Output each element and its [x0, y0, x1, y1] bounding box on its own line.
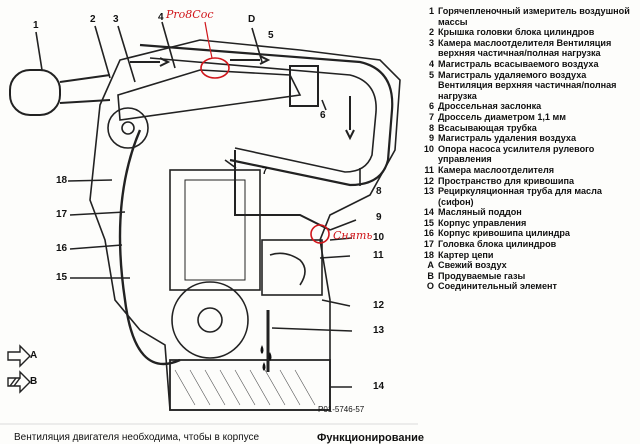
legend-key-b: B — [30, 376, 38, 387]
item-text: Головка блока цилиндров — [438, 239, 557, 250]
handwritten-annotation-top: Pro8Coc — [166, 8, 214, 21]
item-key: O — [426, 281, 434, 292]
item-key: 9 — [428, 133, 434, 144]
item-text: Магистраль удаляемого воздуха Вентиляция… — [438, 69, 617, 101]
item-text: Рециркуляционная труба для масла (сифон) — [438, 186, 602, 207]
item-key: 5 — [428, 69, 434, 80]
callout-11: 11 — [373, 250, 384, 261]
item-key: 10 — [423, 143, 434, 154]
list-item: 16 Корпус кривошипа цилиндра — [421, 228, 635, 239]
list-item: 13 Рециркуляционная труба для масла (сифо… — [421, 186, 635, 207]
list-item: B Продуваемые газы — [421, 271, 635, 282]
callout-1: 1 — [33, 20, 39, 31]
engine-ventilation-diagram: 1 2 3 4 D 5 6 7 8 9 10 11 12 13 14 15 16… — [0, 8, 418, 425]
callout-16: 16 — [56, 243, 68, 254]
figure-code: P01-5746-57 — [318, 405, 365, 414]
engine-drawing — [0, 21, 418, 425]
callout-3: 3 — [113, 14, 119, 25]
item-text: Опора насоса усилителя рулевого управлен… — [438, 143, 595, 165]
list-item: 8 Всасывающая трубка — [421, 123, 635, 134]
item-key: 4 — [428, 58, 434, 69]
body-text-left: Вентиляция двигателя необходима, чтобы в… — [14, 432, 260, 443]
list-item: 12 Пространство для кривошипа — [421, 176, 635, 187]
item-key: 6 — [428, 101, 434, 112]
list-item: 5 Магистраль удаляемого воздуха Вентиляци… — [421, 70, 635, 102]
list-item: 18 Картер цепи — [421, 250, 635, 261]
item-text: Корпус управления — [438, 217, 527, 228]
list-item: 4 Магистраль всасываемого воздуха — [421, 59, 635, 70]
item-key: 14 — [423, 207, 434, 218]
callout-10: 10 — [373, 232, 385, 243]
item-key: 11 — [424, 164, 434, 175]
list-item: 11 Камера маслоотделителя — [421, 165, 635, 176]
callout-9: 9 — [376, 212, 382, 223]
callout-17: 17 — [56, 209, 68, 220]
item-text: Магистраль удаления воздуха — [438, 133, 577, 144]
callout-5: 5 — [268, 30, 274, 41]
item-key: 1 — [428, 6, 434, 16]
item-key: B — [427, 270, 434, 281]
callout-15: 15 — [56, 272, 68, 283]
list-item: 9 Магистраль удаления воздуха — [421, 133, 635, 144]
item-text: Свежий воздух — [438, 260, 507, 271]
callout-2: 2 — [90, 14, 96, 25]
item-text: Магистраль всасываемого воздуха — [438, 58, 599, 69]
item-text: Камера маслоотделителя Вентиляция верхня… — [438, 37, 612, 59]
callout-7: 7 — [262, 166, 268, 177]
parts-legend-list: 1 Горячепленочный измеритель воздушной ма… — [421, 6, 635, 292]
item-text: Масляный поддон — [438, 207, 522, 218]
item-key: 12 — [423, 175, 434, 186]
item-key: 15 — [423, 217, 434, 228]
list-item: 14 Масляный поддон — [421, 207, 635, 218]
item-key: 2 — [428, 27, 434, 38]
list-item: O Соединительный элемент — [421, 281, 635, 292]
callout-d: D — [248, 14, 256, 25]
item-text: Всасывающая трубка — [438, 122, 537, 133]
section-heading: Функционирование — [317, 432, 425, 444]
list-item: 2 Крышка головки блока цилиндров — [421, 27, 635, 38]
item-text: Камера маслоотделителя — [438, 164, 555, 175]
callout-13: 13 — [373, 325, 385, 336]
callout-8: 8 — [376, 186, 382, 197]
list-item: 6 Дроссельная заслонка — [421, 101, 635, 112]
item-text: Картер цепи — [438, 249, 494, 260]
item-text: Дроссель диаметром 1,1 мм — [438, 111, 566, 122]
item-key: 18 — [423, 249, 434, 260]
item-key: 3 — [428, 37, 434, 48]
list-item: 10 Опора насоса усилителя рулевого управл… — [421, 144, 635, 165]
item-key: 13 — [423, 186, 434, 197]
legend-key-a: A — [30, 350, 38, 361]
list-item: 15 Корпус управления — [421, 218, 635, 229]
callout-18: 18 — [56, 175, 68, 186]
item-key: 16 — [423, 228, 434, 239]
list-item: 1 Горячепленочный измеритель воздушной ма… — [421, 6, 635, 27]
item-text: Крышка головки блока цилиндров — [438, 27, 595, 38]
list-item: 3 Камера маслоотделителя Вентиляция верхн… — [421, 38, 635, 59]
item-text: Корпус кривошипа цилиндра — [438, 228, 570, 239]
callout-14: 14 — [373, 381, 385, 392]
item-text: Соединительный элемент — [438, 281, 557, 292]
item-text: Пространство для кривошипа — [438, 175, 575, 186]
list-item: 7 Дроссель диаметром 1,1 мм — [421, 112, 635, 123]
item-key: A — [427, 260, 434, 271]
item-text: Дроссельная заслонка — [438, 101, 542, 112]
item-key: 7 — [428, 111, 434, 122]
callout-4: 4 — [158, 12, 164, 23]
item-text: Продуваемые газы — [438, 270, 526, 281]
callout-6: 6 — [320, 110, 326, 121]
list-item: 17 Головка блока цилиндров — [421, 239, 635, 250]
item-text: Горячепленочный измеритель воздушной мас… — [438, 6, 630, 27]
callout-12: 12 — [373, 300, 385, 311]
item-key: 17 — [423, 239, 434, 250]
handwritten-annotation-right: Снять — [333, 229, 373, 242]
list-item: A Свежий воздух — [421, 260, 635, 271]
item-key: 8 — [428, 122, 434, 133]
